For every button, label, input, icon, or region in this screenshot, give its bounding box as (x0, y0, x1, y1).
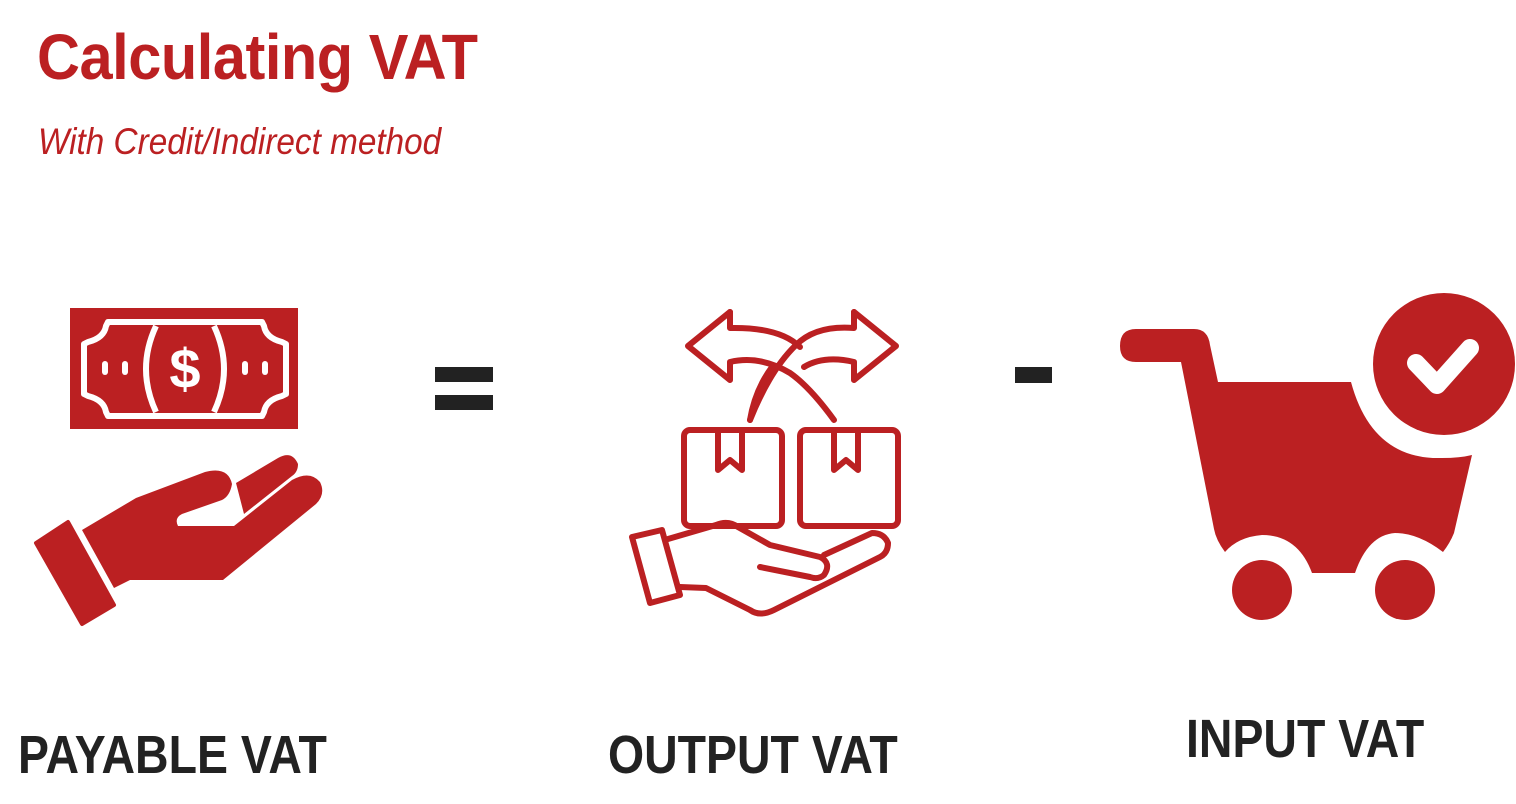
hand-giving-boxes-icon (629, 309, 901, 617)
shopping-cart-check-icon (1120, 293, 1515, 620)
equals-operator (435, 367, 493, 382)
equals-operator-bar (435, 395, 493, 410)
input-vat-label: INPUT VAT (1186, 709, 1425, 769)
minus-operator (1015, 367, 1052, 383)
svg-text:$: $ (169, 337, 200, 400)
hand-receiving-money-icon: $ (34, 308, 323, 626)
page-title: Calculating VAT (37, 21, 478, 93)
output-vat-label: OUTPUT VAT (608, 725, 898, 785)
payable-vat-label: PAYABLE VAT (18, 725, 327, 785)
page-subtitle: With Credit/Indirect method (38, 121, 442, 162)
